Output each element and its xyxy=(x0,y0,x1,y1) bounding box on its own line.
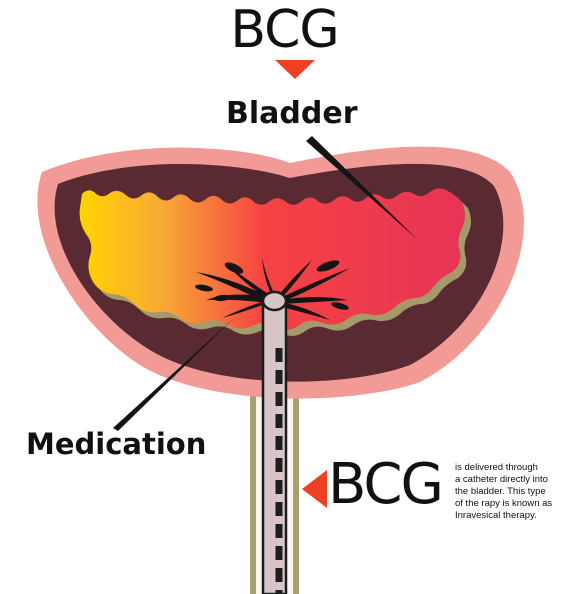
callout-title: BCG xyxy=(328,452,442,518)
bladder-label: Bladder xyxy=(226,95,357,133)
catheter xyxy=(263,292,286,594)
callout-line: the bladder. This type xyxy=(455,486,569,498)
medication-label: Medication xyxy=(26,426,206,462)
left-arrow-icon xyxy=(302,470,327,508)
callout-description: is delivered through a catheter directly… xyxy=(455,462,569,522)
callout-line: Inravesical therapy. xyxy=(455,510,569,522)
callout-line: is delivered through xyxy=(455,462,569,474)
down-arrow-icon xyxy=(275,60,315,79)
callout-line: of the rapy is known as xyxy=(455,498,569,510)
callout-line: a catheter directly into xyxy=(455,474,569,486)
